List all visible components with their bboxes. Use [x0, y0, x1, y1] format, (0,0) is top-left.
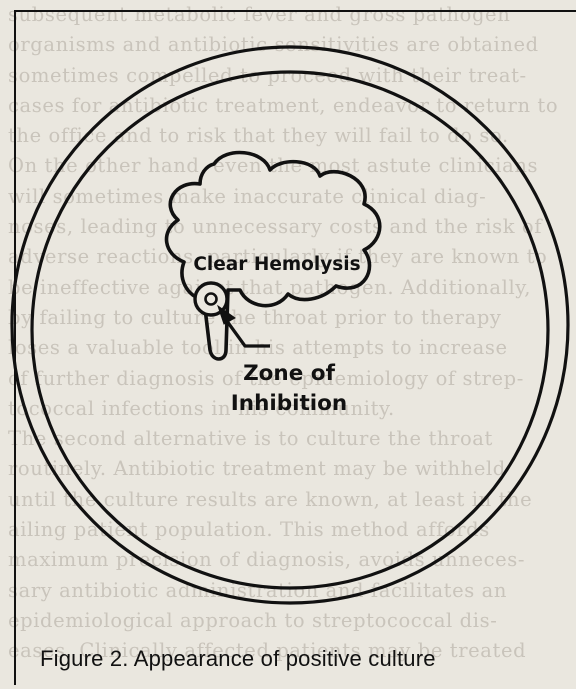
petri-dish-outer-rim	[12, 47, 568, 603]
inhibition-label: Inhibition	[231, 391, 347, 416]
arrow-line	[224, 317, 270, 346]
figure-caption: Figure 2. Appearance of positive culture	[40, 646, 436, 672]
clear-hemolysis-label: Clear Hemolysis	[193, 254, 360, 275]
petri-dish-inner-rim	[32, 72, 548, 588]
zone-of-label: Zone of	[243, 361, 336, 386]
